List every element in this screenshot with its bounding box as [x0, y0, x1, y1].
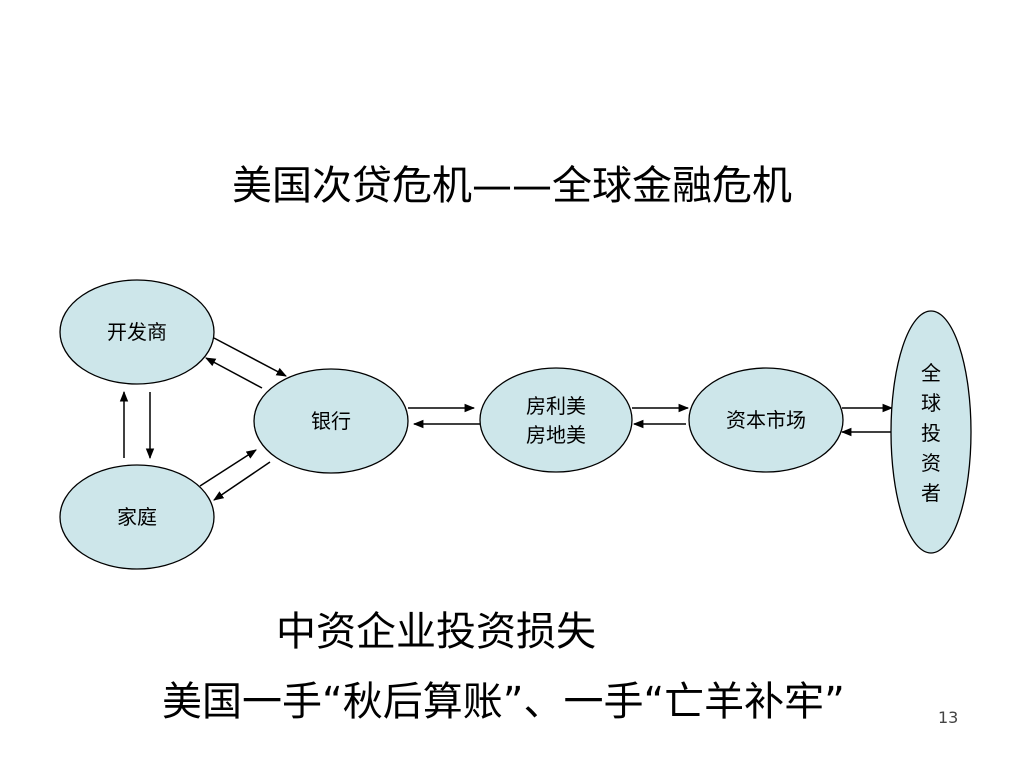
arrows	[119, 337, 894, 501]
caption-investment-loss: 中资企业投资损失	[276, 609, 596, 655]
arrow-developer-to-bank	[213, 337, 287, 377]
arrow-bank-to-family	[213, 461, 271, 501]
page-number: 13	[938, 708, 959, 727]
caption-us-response: 美国一手“秋后算账”、一手“亡羊补牢”	[162, 679, 845, 725]
node-developer: 开发商	[59, 279, 215, 385]
node-fannie-freddie: 房利美 房地美	[479, 367, 633, 473]
node-global-investors: 全 球 投 资 者	[890, 310, 972, 554]
node-bank: 银行	[253, 368, 409, 474]
node-global-investors-char: 资	[921, 451, 941, 475]
arrow-family-to-bank	[199, 449, 257, 487]
node-fannie-label-2: 房地美	[526, 423, 586, 447]
node-fannie-label-1: 房利美	[526, 394, 586, 418]
node-developer-label: 开发商	[107, 320, 167, 344]
node-global-investors-char: 投	[921, 421, 941, 445]
node-global-investors-char: 者	[921, 481, 941, 505]
node-family-label: 家庭	[117, 505, 157, 529]
node-capital-market: 资本市场	[688, 367, 844, 473]
node-family: 家庭	[59, 464, 215, 570]
node-bank-label: 银行	[311, 409, 351, 433]
node-global-investors-char: 全	[921, 361, 941, 385]
arrow-bank-to-developer	[205, 357, 263, 389]
slide-title: 美国次贷危机——全球金融危机	[232, 163, 792, 209]
node-global-investors-char: 球	[921, 391, 941, 415]
node-capital-market-label: 资本市场	[726, 408, 806, 432]
